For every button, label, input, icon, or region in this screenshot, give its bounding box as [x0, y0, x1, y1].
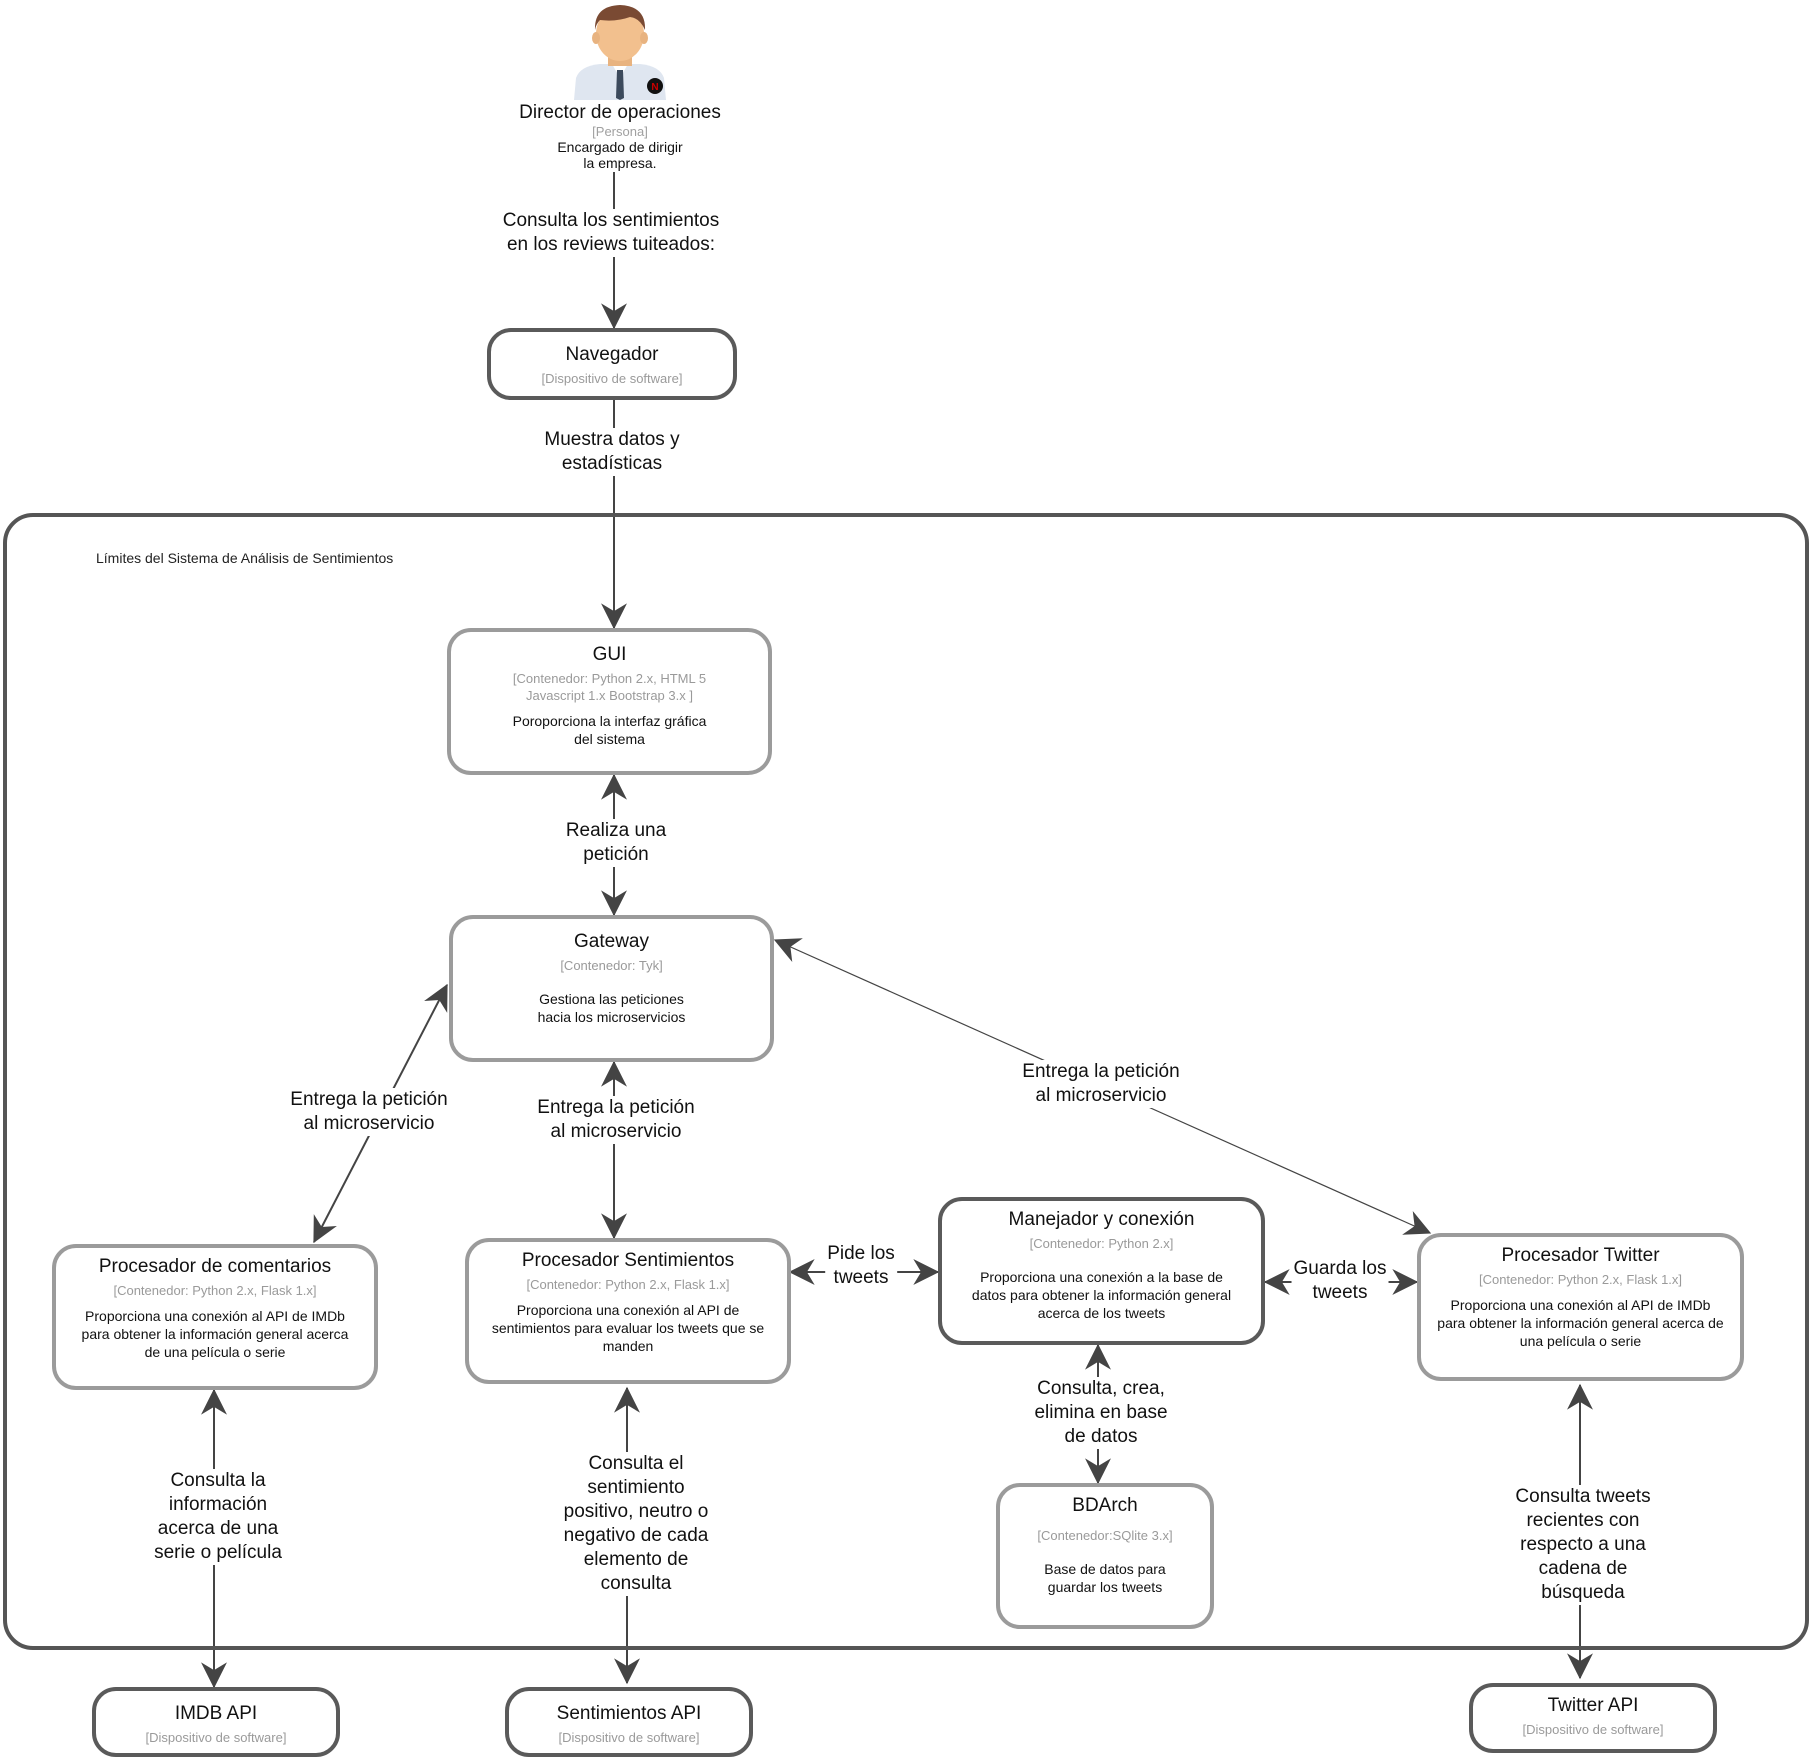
node-title: Navegador — [565, 344, 659, 365]
node-tech: [Contenedor: Python 2.x, HTML 5 Javascri… — [512, 671, 707, 703]
node-tech: [Contenedor: Python 2.x, Flask 1.x] — [113, 1283, 317, 1298]
node-tech: [Dispositivo de software] — [558, 1730, 700, 1745]
person-director: N Director de operaciones [Persona] Enca… — [500, 0, 740, 171]
edge-label-gateway-comentarios: Entrega la petición al microservicio — [288, 1088, 450, 1136]
node-desc: Gestiona las peticiones hacia los micros… — [537, 991, 686, 1025]
person-desc-line2: la empresa. — [583, 155, 657, 171]
node-tech: [Dispositivo de software] — [145, 1730, 287, 1745]
edge-label-comentarios-imdb: Consulta la información acerca de una se… — [152, 1469, 284, 1565]
node-title: Twitter API — [1547, 1695, 1639, 1716]
node-title: BDArch — [1072, 1495, 1138, 1516]
person-desc-line1: Encargado de dirigir — [557, 139, 683, 155]
edge-label-sentimientos-manejador: Pide los tweets — [825, 1242, 897, 1290]
node-desc: Base de datos para guardar los tweets — [1044, 1561, 1166, 1595]
node-procesador-sentimientos[interactable]: Procesador Sentimientos [Contenedor: Pyt… — [465, 1238, 791, 1384]
node-tech: [Contenedor: Python 2.x, Flask 1.x] — [526, 1277, 730, 1292]
node-tech: [Contenedor: Python 2.x, Flask 1.x] — [1478, 1272, 1683, 1287]
node-title: Sentimientos API — [556, 1703, 702, 1724]
node-tech: [Contenedor:SQlite 3.x] — [1037, 1528, 1173, 1543]
node-navegador[interactable]: Navegador [Dispositivo de software] — [487, 328, 737, 400]
node-procesador-twitter[interactable]: Procesador Twitter [Contenedor: Python 2… — [1417, 1233, 1744, 1381]
person-name: Director de operaciones — [519, 102, 721, 123]
node-procesador-comentarios[interactable]: Procesador de comentarios [Contenedor: P… — [52, 1244, 378, 1390]
node-title: Manejador y conexión — [1008, 1209, 1195, 1230]
node-twitter-api[interactable]: Twitter API [Dispositivo de software] — [1469, 1683, 1717, 1753]
node-bdarch[interactable]: BDArch [Contenedor:SQlite 3.x] Base de d… — [996, 1483, 1214, 1629]
edge-label-gateway-sentimientos: Entrega la petición al microservicio — [535, 1096, 697, 1144]
node-title: Procesador de comentarios — [98, 1256, 332, 1277]
person-tag: [Persona] — [592, 124, 648, 139]
edge-label-navegador-gui: Muestra datos y estadísticas — [542, 428, 682, 476]
edge-label-manejador-bdarch: Consulta, crea, elimina en base de datos — [1032, 1377, 1170, 1449]
node-desc: Proporciona una conexión a la base de da… — [971, 1269, 1232, 1321]
edge-label-sentimientos-api: Consulta el sentimiento positivo, neutro… — [561, 1452, 711, 1596]
node-tech: [Dispositivo de software] — [541, 371, 683, 386]
node-manejador-conexion[interactable]: Manejador y conexión [Contenedor: Python… — [938, 1197, 1265, 1345]
node-desc: Proporciona una conexión al API de IMDb … — [81, 1308, 349, 1360]
node-gui[interactable]: GUI [Contenedor: Python 2.x, HTML 5 Java… — [447, 628, 772, 775]
edge-label-twitter-api: Consulta tweets recientes con respecto a… — [1513, 1485, 1653, 1605]
node-title: Gateway — [574, 931, 649, 952]
person-avatar-icon: N — [574, 5, 666, 100]
system-boundary — [3, 513, 1809, 1650]
node-title: IMDB API — [174, 1703, 258, 1724]
edge-label-manejador-twitter: Guarda los tweets — [1291, 1257, 1389, 1305]
node-title: GUI — [592, 644, 627, 665]
node-desc: Poroporciona la interfaz gráfica del sis… — [512, 713, 707, 747]
node-tech: [Contenedor: Python 2.x] — [1029, 1236, 1174, 1251]
node-sentimientos-api[interactable]: Sentimientos API [Dispositivo de softwar… — [505, 1687, 753, 1757]
node-tech: [Dispositivo de software] — [1522, 1722, 1664, 1737]
node-gateway[interactable]: Gateway [Contenedor: Tyk] Gestiona las p… — [449, 915, 774, 1062]
edge-label-gui-gateway: Realiza una petición — [563, 819, 669, 867]
edge-label-gateway-twitter: Entrega la petición al microservicio — [1020, 1060, 1182, 1108]
edge-label-person-navegador: Consulta los sentimientos en los reviews… — [500, 209, 722, 257]
node-title: Procesador Twitter — [1501, 1245, 1660, 1266]
node-tech: [Contenedor: Tyk] — [560, 958, 663, 973]
svg-text:N: N — [651, 82, 658, 93]
node-imdb-api[interactable]: IMDB API [Dispositivo de software] — [92, 1687, 340, 1757]
boundary-label: Límites del Sistema de Análisis de Senti… — [96, 550, 394, 566]
node-desc: Proporciona una conexión al API de IMDb … — [1437, 1297, 1724, 1349]
node-desc: Proporciona una conexión al API de senti… — [491, 1302, 765, 1354]
node-title: Procesador Sentimientos — [521, 1250, 735, 1271]
